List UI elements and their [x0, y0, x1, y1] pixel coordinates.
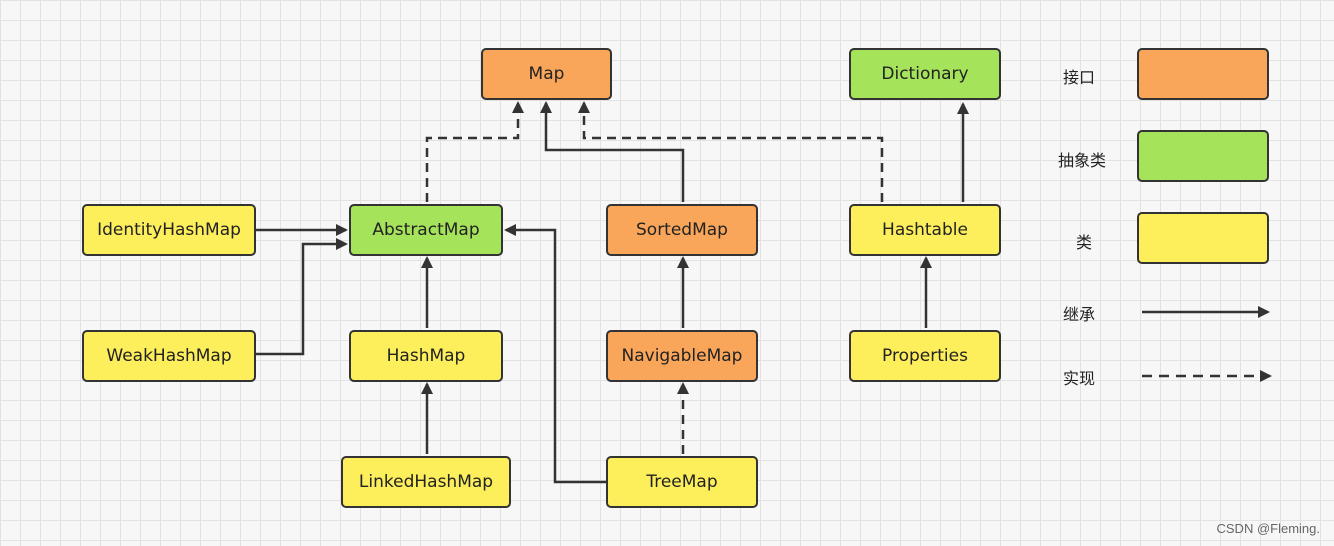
legend-label-inheritance: 继承 [1063, 305, 1096, 324]
node-properties: Properties [849, 330, 1001, 382]
legend-swatch-class [1137, 212, 1269, 264]
legend-swatch-abstract-class [1137, 130, 1269, 182]
node-sorted-map: SortedMap [606, 204, 758, 256]
node-dictionary: Dictionary [849, 48, 1001, 100]
node-hashtable: Hashtable [849, 204, 1001, 256]
legend-label-abstract-class: 抽象类 [1058, 151, 1107, 170]
watermark: CSDN @Fleming. [1216, 521, 1321, 536]
edge-weakhashmap-abstractmap [256, 238, 348, 356]
node-identity-hash-map: IdentityHashMap [82, 204, 256, 256]
node-abstract-map: AbstractMap [349, 204, 503, 256]
edge-abstractmap-map [425, 101, 524, 202]
node-hash-map: HashMap [349, 330, 503, 382]
legend-label-implementation: 实现 [1063, 369, 1096, 388]
node-map: Map [481, 48, 612, 100]
edge-sortedmap-map [540, 101, 685, 202]
node-navigable-map: NavigableMap [606, 330, 758, 382]
node-tree-map: TreeMap [606, 456, 758, 508]
legend-label-class: 类 [1076, 233, 1093, 252]
node-weak-hash-map: WeakHashMap [82, 330, 256, 382]
legend-label-interface: 接口 [1063, 68, 1096, 87]
legend-swatch-interface [1137, 48, 1269, 100]
node-linked-hash-map: LinkedHashMap [341, 456, 511, 508]
edge-hashtable-map [578, 101, 884, 202]
edge-treemap-abstractmap [504, 224, 606, 484]
